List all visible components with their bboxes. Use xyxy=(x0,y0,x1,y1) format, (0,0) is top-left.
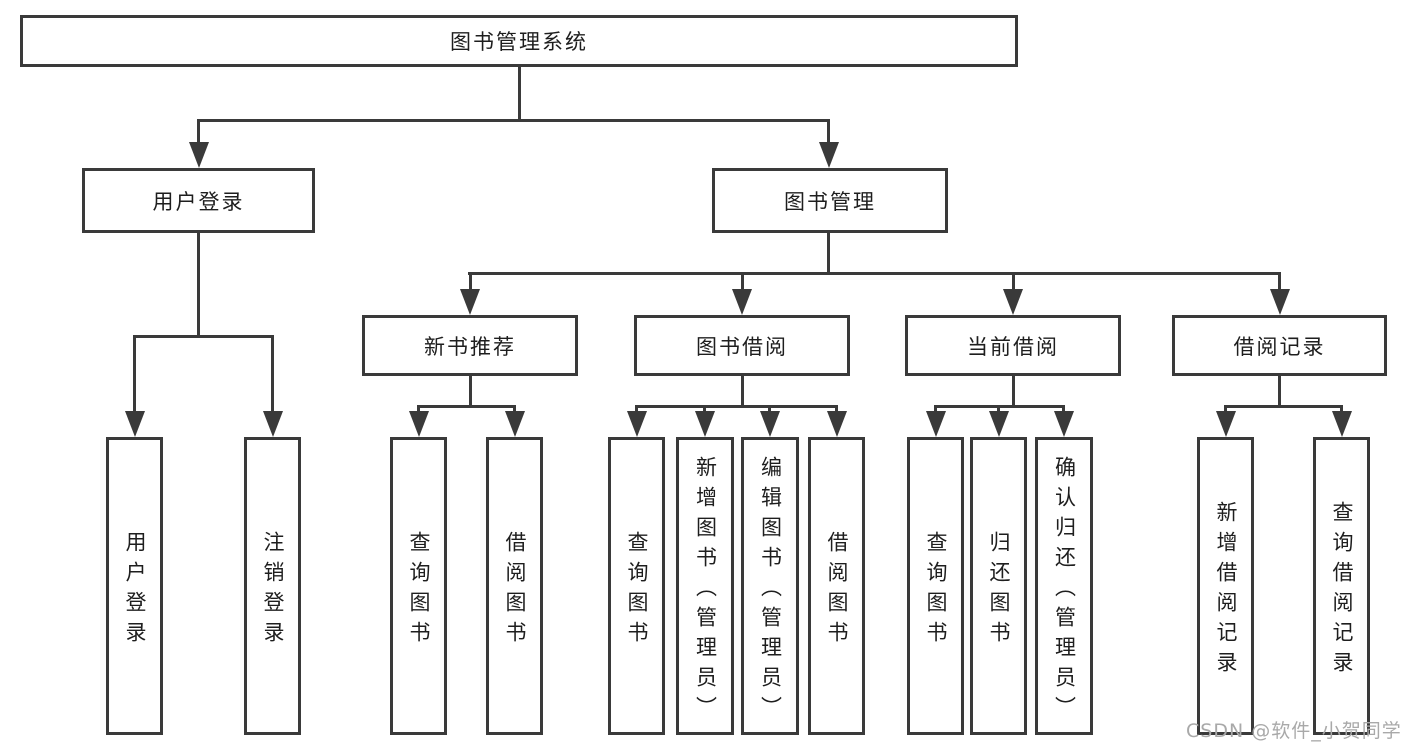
arrowhead-down-icon xyxy=(1053,411,1074,437)
arrowhead-down-icon xyxy=(504,411,525,437)
node-library-management-system: 图书管理系统 xyxy=(20,15,1018,67)
connector-line xyxy=(768,405,771,414)
connector-line xyxy=(635,405,838,408)
leaf-query-books-recommend-label: 查询图书 xyxy=(407,530,431,651)
leaf-query-books-current-label: 查询图书 xyxy=(924,530,948,651)
leaf-query-books-borrowing-label: 查询图书 xyxy=(625,530,649,651)
connector-line xyxy=(740,272,744,291)
connector-line xyxy=(1224,405,1227,414)
leaf-borrow-books-recommend-label: 借阅图书 xyxy=(503,530,527,651)
arrowhead-down-icon xyxy=(759,411,780,437)
connector-line xyxy=(197,119,200,145)
node-library-management-system-label: 图书管理系统 xyxy=(450,30,588,54)
arrowhead-down-icon xyxy=(460,289,480,315)
node-user-login: 用户登录 xyxy=(82,168,315,233)
arrowhead-down-icon xyxy=(732,289,752,315)
arrowhead-down-icon xyxy=(1331,411,1352,437)
node-current-borrowing-label: 当前借阅 xyxy=(967,334,1059,359)
connector-line xyxy=(417,405,420,414)
connector-line xyxy=(417,405,516,408)
connector-line xyxy=(133,335,274,338)
arrowhead-down-icon xyxy=(1003,289,1023,315)
connector-line xyxy=(513,405,516,414)
node-borrowing-records: 借阅记录 xyxy=(1172,315,1387,376)
connector-line xyxy=(635,405,638,414)
connector-line xyxy=(703,405,706,414)
arrowhead-down-icon xyxy=(188,142,209,168)
connector-line xyxy=(197,119,830,122)
leaf-return-books: 归还图书 xyxy=(970,437,1027,735)
leaf-confirm-return-admin-label: 确认归还（管理员） xyxy=(1052,455,1077,726)
leaf-add-books-admin-label: 新增图书（管理员） xyxy=(693,455,718,726)
node-new-book-recommendation: 新书推荐 xyxy=(362,315,578,376)
connector-line xyxy=(1011,272,1015,291)
connector-line xyxy=(1011,376,1015,405)
connector-line xyxy=(740,376,744,405)
node-user-login-label: 用户登录 xyxy=(152,189,245,214)
node-book-borrowing: 图书借阅 xyxy=(634,315,850,376)
connector-line xyxy=(997,405,1000,414)
arrowhead-down-icon xyxy=(988,411,1009,437)
connector-line xyxy=(1062,405,1065,414)
leaf-logout-label: 注销登录 xyxy=(261,530,285,651)
leaf-query-books-recommend: 查询图书 xyxy=(390,437,447,735)
arrowhead-down-icon xyxy=(262,411,283,437)
leaf-add-borrow-record: 新增借阅记录 xyxy=(1197,437,1254,735)
leaf-borrow-books-recommend: 借阅图书 xyxy=(486,437,543,735)
leaf-query-books-current: 查询图书 xyxy=(907,437,964,735)
leaf-user-login: 用户登录 xyxy=(106,437,163,735)
node-book-borrowing-label: 图书借阅 xyxy=(696,334,788,359)
leaf-borrow-books-label: 借阅图书 xyxy=(825,530,849,651)
arrowhead-down-icon xyxy=(826,411,847,437)
leaf-edit-books-admin: 编辑图书（管理员） xyxy=(741,437,799,735)
connector-line xyxy=(468,272,472,291)
leaf-confirm-return-admin: 确认归还（管理员） xyxy=(1035,437,1093,735)
leaf-query-books-borrowing: 查询图书 xyxy=(608,437,665,735)
leaf-user-login-label: 用户登录 xyxy=(123,530,147,651)
leaf-edit-books-admin-label: 编辑图书（管理员） xyxy=(758,455,783,726)
connector-line xyxy=(468,376,472,405)
connector-line xyxy=(271,335,274,413)
node-book-management: 图书管理 xyxy=(712,168,948,233)
node-book-management-label: 图书管理 xyxy=(784,189,876,214)
arrowhead-down-icon xyxy=(694,411,715,437)
connector-line xyxy=(518,67,521,119)
leaf-query-borrow-record: 查询借阅记录 xyxy=(1313,437,1370,735)
connector-line xyxy=(1224,405,1343,408)
node-new-book-recommendation-label: 新书推荐 xyxy=(424,334,516,359)
connector-line xyxy=(827,233,830,273)
connector-line xyxy=(1340,405,1343,414)
node-current-borrowing: 当前借阅 xyxy=(905,315,1121,376)
connector-line xyxy=(133,335,136,413)
connector-line xyxy=(197,233,200,335)
leaf-return-books-label: 归还图书 xyxy=(987,530,1011,651)
csdn-watermark: CSDN @软件_小贺同学 xyxy=(1186,720,1402,742)
node-borrowing-records-label: 借阅记录 xyxy=(1233,334,1326,359)
arrowhead-down-icon xyxy=(626,411,647,437)
arrowhead-down-icon xyxy=(818,142,839,168)
connector-line xyxy=(1278,376,1281,405)
leaf-add-books-admin: 新增图书（管理员） xyxy=(676,437,734,735)
connector-line xyxy=(827,119,830,145)
leaf-add-borrow-record-label: 新增借阅记录 xyxy=(1214,500,1238,681)
leaf-query-borrow-record-label: 查询借阅记录 xyxy=(1330,500,1354,681)
arrowhead-down-icon xyxy=(1215,411,1236,437)
arrowhead-down-icon xyxy=(1269,289,1290,315)
connector-line xyxy=(835,405,838,414)
arrowhead-down-icon xyxy=(408,411,429,437)
connector-line xyxy=(1278,272,1281,291)
leaf-logout: 注销登录 xyxy=(244,437,301,735)
leaf-borrow-books: 借阅图书 xyxy=(808,437,865,735)
connector-line xyxy=(468,272,1281,275)
arrowhead-down-icon xyxy=(124,411,145,437)
arrowhead-down-icon xyxy=(925,411,946,437)
connector-line xyxy=(934,405,937,414)
